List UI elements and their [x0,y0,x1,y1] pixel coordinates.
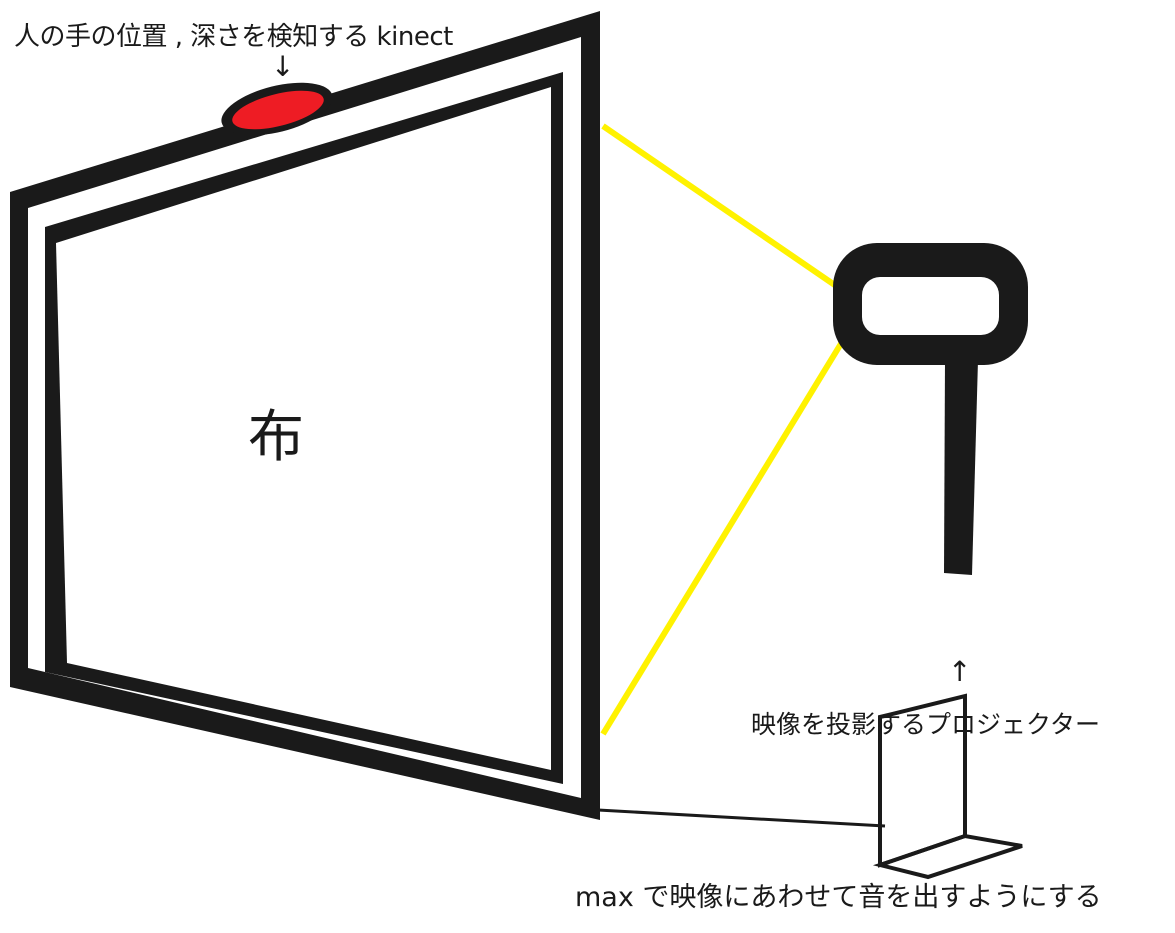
cloth-label: 布 [248,405,304,470]
projection-beams [600,123,845,736]
projector-icon [833,243,1028,575]
projector-arrow-icon: ↑ [948,655,972,688]
laptop-label: max で映像にあわせて音を出すようにする [575,882,1102,913]
laptop-keyboard [872,833,1023,880]
kinect-sensor-icon [221,82,333,136]
kinect-arrow-icon: ↓ [271,50,295,83]
projection-beam-bottom [600,340,845,736]
connection-cable [597,808,886,828]
projector-lens-window [862,277,999,335]
projector-label: 映像を投影するプロジェクター [751,710,1101,739]
screen-cloth-surface [56,87,551,770]
projector-stand [944,360,978,575]
kinect-lens [232,90,324,130]
laptop-icon [872,693,1023,880]
kinect-label: 人の手の位置 , 深さを検知する kinect [14,22,453,52]
screen-frame [10,11,600,820]
projection-beam-top [601,123,844,293]
